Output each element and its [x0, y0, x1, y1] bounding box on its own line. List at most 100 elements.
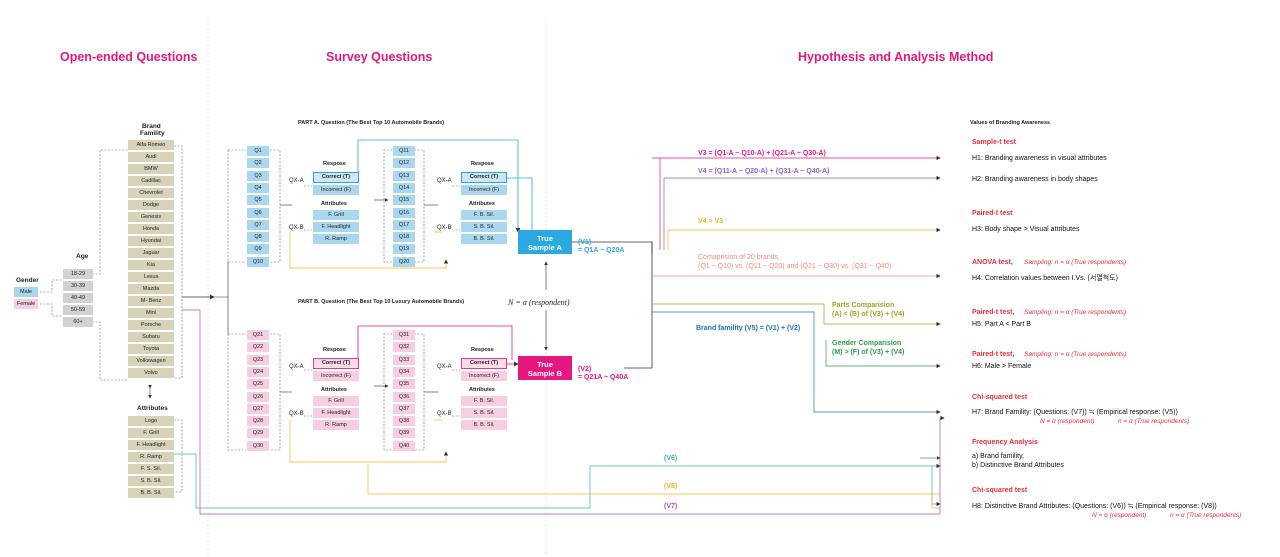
sample-t-test-title: Sample-t test: [972, 139, 1016, 146]
qx-b-label-a-right: QX-B: [437, 225, 452, 231]
attr-option-b-left: R. Ramp: [313, 420, 359, 430]
attribute-item: R. Ramp: [128, 452, 174, 462]
question-q11: Q11: [393, 146, 415, 156]
brand-item: Kia: [128, 260, 174, 270]
question-q8: Q8: [247, 232, 269, 243]
chi-squared-title-h7: Chi-squared test: [972, 394, 1028, 401]
attributes-title: Attributes: [137, 405, 168, 412]
hypothesis-h3: H3: Body shape > Visual attributes: [972, 226, 1080, 233]
qx-a-label-b-left: QX-A: [289, 364, 304, 370]
parts-comparison-line1: Parts Comparision: [832, 302, 895, 309]
attr-option-b-right: F. B. Sil.: [461, 396, 507, 406]
question-q27: Q27: [247, 403, 269, 414]
brand-item: Porsche: [128, 320, 174, 330]
open-ended-header: Open-ended Questions: [60, 50, 198, 64]
paired-t-test-h5-title: Paired-t test,: [972, 309, 1015, 316]
question-q38: Q38: [393, 416, 415, 427]
age-item: 30-39: [63, 281, 93, 291]
hypothesis-h2: H2: Branding awareness in body shapes: [972, 176, 1098, 183]
true-sample-a-line1: True: [537, 234, 553, 243]
question-q13: Q13: [393, 170, 415, 181]
sample-b-range: = Q21A ~ Q40A: [578, 374, 629, 381]
part-b-title: PART B. Question (The Best Top 10 Luxury…: [298, 299, 465, 305]
n-respondent-label: N = α (respondent): [508, 298, 570, 307]
attr-option-b-right: S. B. Sil.: [461, 408, 507, 418]
hypothesis-h8: H8: Distinctive Brand Attributes: (Quest…: [972, 503, 1217, 510]
age-item: 60+: [63, 317, 93, 327]
attr-title-a-left: Attributes: [321, 201, 347, 207]
question-q31: Q31: [393, 330, 415, 340]
v6-label: (V6): [664, 455, 678, 462]
question-q22: Q22: [247, 342, 269, 353]
sample-b-variable: (V2): [578, 366, 592, 373]
age-item: 18-29: [63, 269, 93, 279]
comparison-line1: Comaprision of 20 brands: [698, 254, 779, 261]
attribute-item: F. Grill: [128, 428, 174, 438]
gender-male: Male: [14, 287, 38, 297]
question-q5: Q5: [247, 195, 269, 206]
question-q17: Q17: [393, 219, 415, 230]
response-title-a-right: Respose: [471, 161, 494, 167]
question-q28: Q28: [247, 416, 269, 427]
question-q30: Q30: [247, 440, 269, 451]
gender-comparison-line1: Gender Comparision: [832, 340, 902, 347]
part-a-title: PART A. Question (The Best Top 10 Automo…: [298, 120, 445, 126]
incorrect-box-b-right: Incorrect (F): [461, 371, 507, 381]
paired-t-test-title: Paired-t test: [972, 210, 1013, 217]
v7-label: (V7): [664, 503, 678, 510]
frequency-b: b) Distinctive Brand Attributes: [972, 462, 1064, 469]
brand-item: Lexus: [128, 272, 174, 282]
question-q25: Q25: [247, 379, 269, 390]
correct-box-a-left: Correct (T): [313, 172, 359, 183]
response-title-b-right: Respose: [471, 347, 494, 353]
attr-title-b-left: Attributes: [321, 387, 347, 393]
question-q36: Q36: [393, 391, 415, 402]
true-sample-b-line1: True: [537, 360, 553, 369]
anova-test-title: ANOVA test,: [972, 259, 1013, 266]
question-q15: Q15: [393, 195, 415, 206]
true-sample-b: True Sample B: [518, 356, 572, 380]
correct-box-b-left: Correct (T): [313, 358, 359, 369]
question-q9: Q9: [247, 244, 269, 255]
frequency-analysis-title: Frequency Analysis: [972, 439, 1038, 446]
age-item: 50-59: [63, 305, 93, 315]
hypothesis-header: Hypothesis and Analysis Method: [798, 50, 994, 64]
attr-title-b-right: Attributes: [469, 387, 495, 393]
gender-title: Gender: [16, 277, 39, 284]
anova-sampling-note: Sampling: n = α (True respondents): [1024, 259, 1127, 266]
true-sample-a: True Sample A: [518, 230, 572, 254]
incorrect-box-a-right: Incorrect (F): [461, 185, 507, 195]
question-q4: Q4: [247, 182, 269, 193]
response-title-b-left: Respose: [323, 347, 346, 353]
brand-family-title-line2: Famility: [140, 130, 165, 137]
hypothesis-h5: H5: Part A < Part B: [972, 321, 1031, 328]
question-q6: Q6: [247, 207, 269, 218]
paired-t-test-h6-title: Paired-t test,: [972, 351, 1015, 358]
qx-a-label-a-right: QX-A: [437, 178, 452, 184]
question-q14: Q14: [393, 182, 415, 193]
attribute-item: B. B. Sil.: [128, 488, 174, 498]
brand-item: Mini: [128, 308, 174, 318]
attribute-item: Logo: [128, 416, 174, 426]
question-q32: Q32: [393, 342, 415, 353]
h6-sampling-note: Sampling: n = α (True respondents): [1024, 351, 1127, 358]
hypothesis-h1: H1: Branding awareness in visual attribu…: [972, 155, 1107, 162]
brand-item: Cadillac: [128, 176, 174, 186]
attr-option-a-right: B. B. Sil.: [461, 234, 507, 244]
question-q16: Q16: [393, 207, 415, 218]
question-q40: Q40: [393, 440, 415, 451]
brand-item: Hyundai: [128, 236, 174, 246]
gender-female: Female: [14, 299, 38, 309]
attr-option-a-left: F. Headlight: [313, 222, 359, 232]
sample-a-variable: (V1): [578, 239, 592, 246]
response-title-a-left: Respose: [323, 161, 346, 167]
question-q10: Q10: [247, 256, 269, 267]
attr-option-b-left: F. Headlight: [313, 408, 359, 418]
question-q23: Q23: [247, 354, 269, 365]
brand-item: M- Benz: [128, 296, 174, 306]
question-q26: Q26: [247, 391, 269, 402]
hypothesis-h7: H7: Brand Famility: (Questions: (V7)) ≒ …: [972, 409, 1178, 416]
chi-squared-title-h8: Chi-squared test: [972, 487, 1028, 494]
